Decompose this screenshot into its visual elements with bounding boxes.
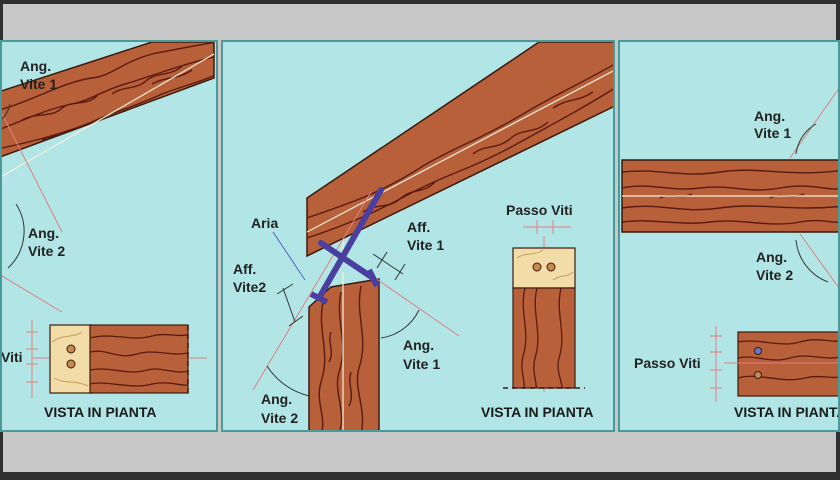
screw-2 bbox=[309, 187, 384, 305]
label-aff-vite-1-b: Vite 1 bbox=[407, 237, 444, 253]
screw-1 bbox=[318, 240, 380, 288]
panel-ridge-joint: Aria Aff. Vite 1 Aff. Vite2 Ang. Vite 1 … bbox=[221, 40, 615, 432]
plan-view-title: VISTA IN PIANTA bbox=[481, 404, 594, 420]
label-passo-viti-partial: Viti bbox=[2, 349, 23, 365]
angle-arc-2 bbox=[266, 365, 310, 397]
panel-beam-connection: Ang. Vite 1 Ang. Vite 2 Passo Viti VISTA… bbox=[618, 40, 840, 432]
rafter-axis bbox=[306, 70, 613, 233]
rafter-grain bbox=[2, 42, 214, 151]
rafter-section bbox=[2, 42, 215, 158]
label-ang-vite-1-b: Vite 1 bbox=[20, 76, 57, 92]
aff-vite-2-dimension bbox=[276, 283, 304, 327]
label-aria: Aria bbox=[251, 215, 278, 231]
label-ang-vite-1-b: Vite 1 bbox=[403, 356, 440, 372]
screw-head-2 bbox=[546, 262, 556, 272]
aria-leader bbox=[272, 231, 306, 281]
frame-bottom bbox=[0, 472, 840, 480]
post-section bbox=[308, 278, 380, 430]
label-passo-viti: Passo Viti bbox=[634, 355, 701, 371]
air-gap bbox=[309, 246, 377, 286]
label-ang-vite-1-a: Ang. bbox=[754, 108, 785, 124]
screw-head-1 bbox=[532, 262, 542, 272]
angle-arc-1 bbox=[2, 103, 11, 120]
label-ang-vite-1-a: Ang. bbox=[403, 337, 434, 353]
rafter-section bbox=[306, 42, 613, 258]
label-aff-vite-2-b: Vite2 bbox=[233, 279, 266, 295]
panel-2-drawing: Aria Aff. Vite 1 Aff. Vite2 Ang. Vite 1 … bbox=[233, 42, 613, 430]
plan-beam bbox=[737, 331, 838, 397]
rafter-grain bbox=[307, 63, 613, 239]
panel-3-drawing: Ang. Vite 1 Ang. Vite 2 Passo Viti VISTA… bbox=[621, 88, 840, 420]
label-ang-vite-1-a: Ang. bbox=[20, 58, 51, 74]
screw-2-axis bbox=[2, 275, 63, 313]
plan-end-grain bbox=[512, 247, 576, 289]
panel-1-drawing: Ang. Vite 1 Ang. Vite 2 bbox=[2, 42, 215, 420]
screw-head-2 bbox=[66, 359, 76, 369]
label-ang-vite-2-b: Vite 2 bbox=[28, 243, 65, 259]
label-ang-vite-2-b: Vite 2 bbox=[756, 267, 793, 283]
plan-end-grain-rings bbox=[516, 249, 574, 281]
screw-1-axis bbox=[789, 88, 838, 159]
screw-2-axis bbox=[799, 233, 838, 288]
label-ang-vite-1-b: Vite 1 bbox=[754, 125, 791, 141]
plan-beam-grain bbox=[90, 333, 188, 387]
frame-top bbox=[0, 0, 840, 4]
plan-end-grain bbox=[49, 324, 93, 394]
plan-end-grain-rings bbox=[51, 331, 89, 387]
screw-head-1 bbox=[754, 347, 762, 355]
label-aff-vite-1-a: Aff. bbox=[407, 219, 430, 235]
label-ang-vite-2-a: Ang. bbox=[28, 225, 59, 241]
rafter-axis bbox=[2, 53, 215, 177]
label-ang-vite-2-a: Ang. bbox=[756, 249, 787, 265]
screw-head-2 bbox=[754, 371, 762, 379]
screw-2-axis bbox=[252, 191, 372, 391]
label-ang-vite-2-b: Vite 2 bbox=[261, 410, 298, 426]
plan-post-grain bbox=[521, 288, 563, 388]
angle-arc-1 bbox=[380, 309, 420, 339]
angle-arc-2 bbox=[7, 203, 25, 269]
panel-rafter-on-beam: Ang. Vite 1 Ang. Vite 2 bbox=[0, 40, 218, 432]
label-aff-vite-2-a: Aff. bbox=[233, 261, 256, 277]
beam-grain bbox=[622, 169, 838, 225]
angle-arc-2 bbox=[795, 239, 829, 283]
angle-arc-1 bbox=[795, 123, 817, 155]
label-passo-viti: Passo Viti bbox=[506, 202, 573, 218]
post-grain bbox=[318, 285, 364, 430]
label-ang-vite-2-a: Ang. bbox=[261, 391, 292, 407]
aff-vite-1-dimension bbox=[372, 251, 406, 281]
screw-head-1 bbox=[66, 344, 76, 354]
plan-view-title: VISTA IN PIANTA bbox=[734, 404, 840, 420]
plan-view-title: VISTA IN PIANTA bbox=[44, 404, 157, 420]
